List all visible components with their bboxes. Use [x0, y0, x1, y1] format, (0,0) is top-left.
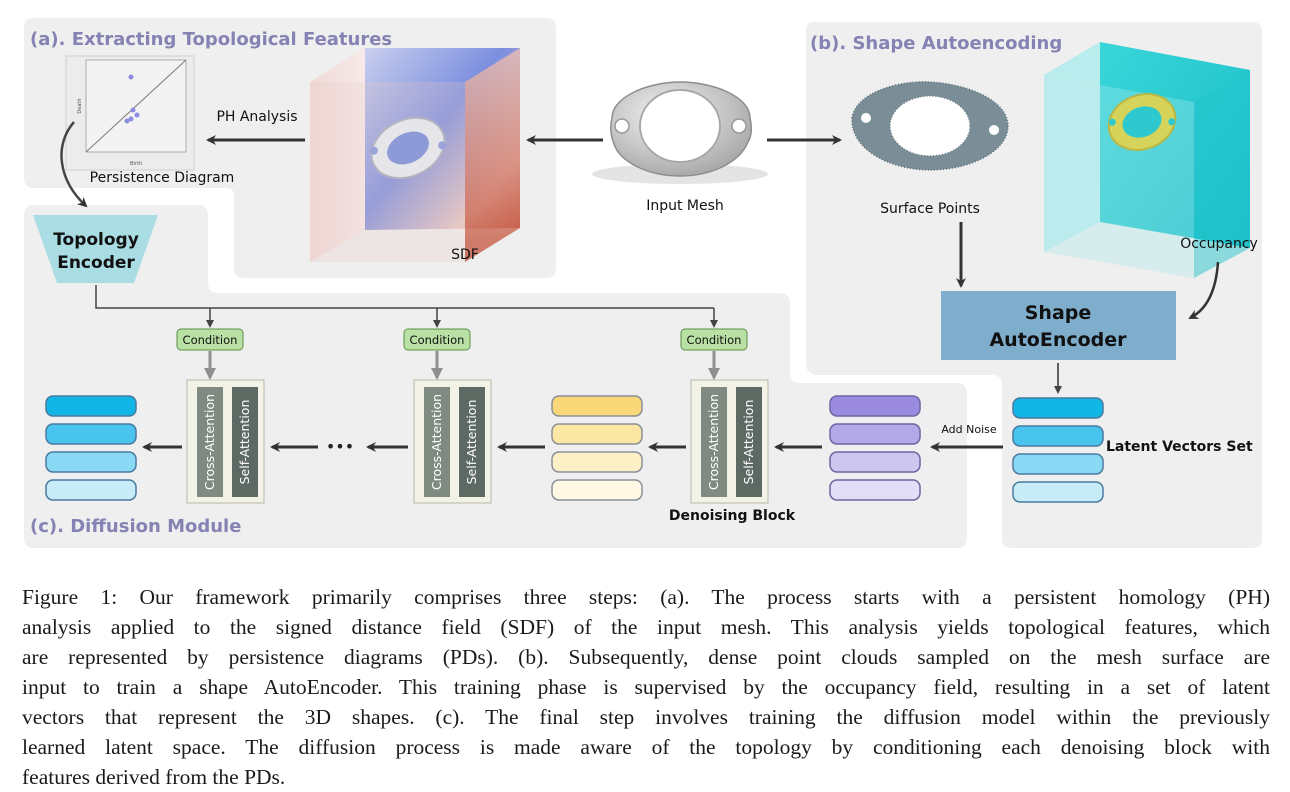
input-mesh-label: Input Mesh	[646, 198, 724, 214]
pd-to-encoder-arrow	[60, 121, 88, 208]
condition-box-2	[403, 328, 471, 351]
condition-bus-line	[95, 285, 714, 309]
noisy-latent-vectors	[829, 395, 921, 501]
framework-figure: (a). Extracting Topological Features (b)…	[24, 18, 1262, 548]
pd-y-label: Death	[77, 98, 83, 113]
topology-encoder-box	[33, 215, 158, 283]
denoising-block-1: Cross-Attention Self-Attention	[186, 379, 265, 504]
output-latent-vectors	[45, 395, 137, 501]
topology-encoder-label-line1: Topology	[53, 230, 139, 250]
latent-vectors-set	[1012, 397, 1104, 503]
caption-line-3: are represented by persistence diagrams …	[22, 645, 1270, 669]
occupancy-volume-image	[1044, 42, 1250, 278]
pd-x-label: Birth	[130, 161, 142, 167]
caption-line-1: Figure 1: Our framework primarily compri…	[22, 585, 1270, 609]
intermediate-latent-vectors	[551, 395, 643, 501]
topology-encoder-label-line2: Encoder	[57, 253, 135, 273]
self-attention-label-3: Self-Attention	[741, 400, 756, 485]
persistence-diagram-image: Birth Death	[65, 55, 195, 171]
figure-caption: Figure 1: Our framework primarily compri…	[22, 582, 1270, 792]
caption-line-4: input to train a shape AutoEncoder. This…	[22, 675, 1270, 699]
shape-autoencoder-box	[941, 291, 1176, 360]
condition-box-1	[176, 328, 244, 351]
input-mesh-image	[592, 81, 768, 184]
self-attention-label-2: Self-Attention	[464, 400, 479, 485]
ph-analysis-label: PH Analysis	[216, 109, 297, 125]
self-attention-label-1: Self-Attention	[237, 400, 252, 485]
cross-attention-label-1: Cross-Attention	[202, 394, 217, 490]
caption-line-5: vectors that represent the 3D shapes. (c…	[22, 705, 1270, 729]
condition-label-2: Condition	[410, 333, 465, 347]
sdf-label: SDF	[451, 247, 479, 263]
cross-attention-label-2: Cross-Attention	[429, 394, 444, 490]
cross-attention-label-3: Cross-Attention	[706, 394, 721, 490]
panel-c-title: (c). Diffusion Module	[30, 516, 241, 537]
shape-autoencoder-label-line2: AutoEncoder	[989, 329, 1127, 351]
panel-b-title: (b). Shape Autoencoding	[810, 33, 1062, 54]
condition-box-3	[680, 328, 748, 351]
occupancy-to-ae-arrow	[1188, 261, 1220, 320]
denoising-block-2: Cross-Attention Self-Attention	[413, 379, 492, 504]
condition-label-1: Condition	[183, 333, 238, 347]
panel-a-title: (a). Extracting Topological Features	[30, 29, 392, 50]
latent-vectors-set-label: Latent Vectors Set	[1106, 439, 1253, 455]
caption-line-6: learned latent space. The diffusion proc…	[22, 735, 1270, 759]
persistence-diagram-label: Persistence Diagram	[90, 170, 235, 186]
condition-label-3: Condition	[687, 333, 742, 347]
shape-autoencoder-label-line1: Shape	[1025, 302, 1092, 324]
add-noise-label: Add Noise	[941, 423, 997, 436]
surface-points-image	[851, 81, 1009, 171]
surface-points-label: Surface Points	[880, 201, 980, 217]
caption-line-2: analysis applied to the signed distance …	[22, 615, 1270, 639]
sdf-volume-image	[310, 48, 520, 262]
ellipsis-dots: •••	[326, 437, 354, 456]
denoising-block-3: Cross-Attention Self-Attention	[690, 379, 769, 504]
caption-line-7: features derived from the PDs.	[22, 765, 286, 789]
occupancy-label: Occupancy	[1180, 236, 1258, 252]
denoising-block-label: Denoising Block	[669, 508, 796, 524]
